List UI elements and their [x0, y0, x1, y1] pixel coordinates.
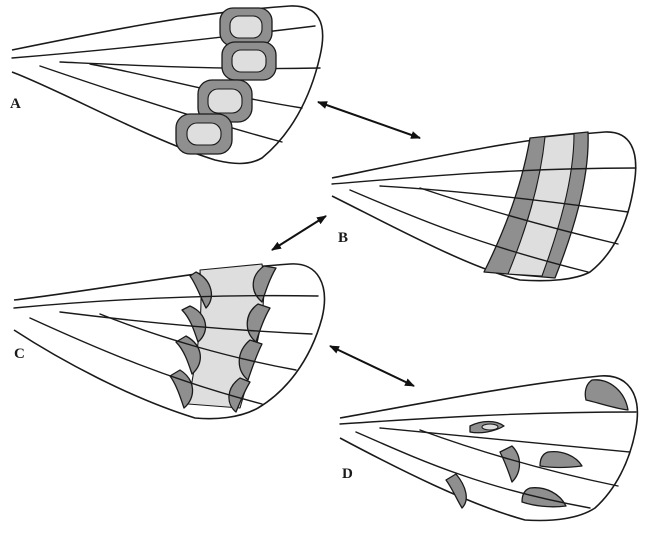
wing-d-vein [380, 428, 630, 452]
wing-b: B [332, 132, 636, 281]
wing-d: D [340, 376, 637, 521]
panel-label-b: B [338, 230, 348, 246]
wing-a-eyespots [176, 8, 276, 154]
crescent-mark [522, 488, 566, 507]
wing-c-outline [14, 264, 324, 419]
spot-inner [482, 424, 498, 430]
crescent-mark [585, 380, 628, 410]
eyespot-inner [208, 89, 242, 113]
crescent-mark [500, 446, 520, 482]
crescent-mark [540, 452, 582, 468]
crescent-mark [170, 370, 193, 408]
eyespot-inner [232, 50, 266, 72]
wing-d-marks [446, 380, 628, 508]
eyespot-inner [230, 16, 262, 38]
wing-a: A [10, 6, 323, 164]
wing-c: C [14, 264, 324, 419]
arrow-b-c [272, 216, 326, 250]
panel-label-c: C [14, 346, 25, 362]
eyespot-inner [187, 123, 221, 145]
arrow-a-b [318, 102, 420, 138]
panel-label-d: D [342, 466, 353, 482]
wing-b-vein [332, 168, 636, 184]
wing-b-vein [380, 186, 628, 212]
panel-label-a: A [10, 96, 21, 112]
arrow-c-d [330, 346, 414, 386]
wing-c-vein [14, 296, 318, 308]
